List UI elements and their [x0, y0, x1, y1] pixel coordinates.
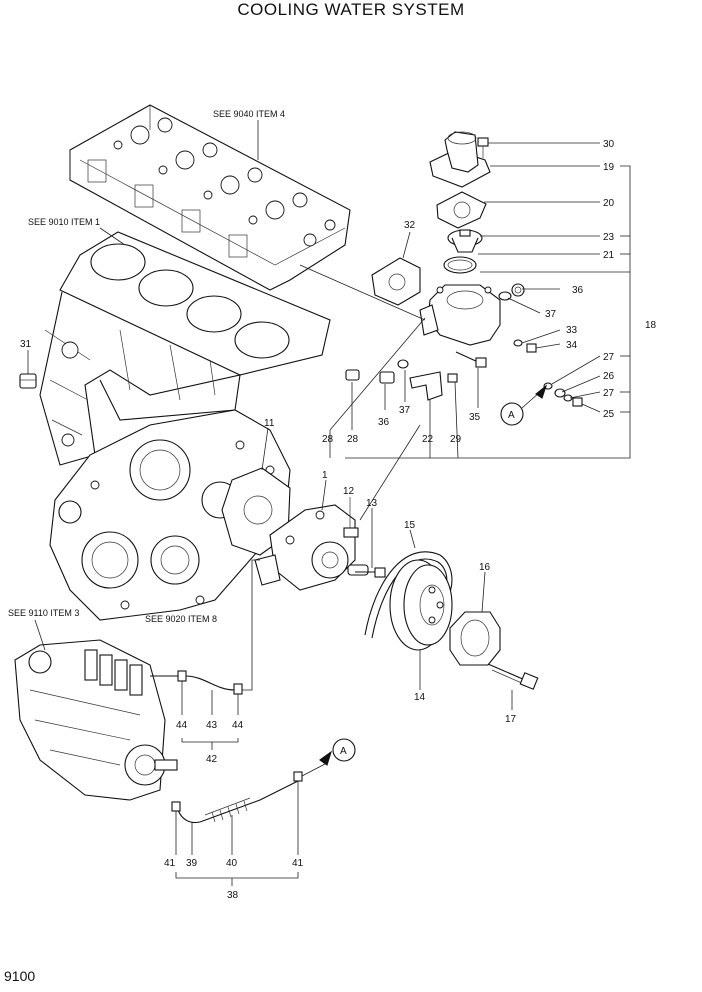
hose-part-40: [171, 763, 326, 824]
callout-16: 16: [479, 562, 491, 573]
gasket-part-20: [436, 191, 487, 229]
callout-42: 42: [206, 754, 218, 765]
page-number: 9100: [4, 968, 36, 984]
callout-39: 39: [186, 858, 198, 869]
connector-a-lower-label: A: [340, 746, 347, 757]
callout-23: 23: [603, 232, 615, 243]
thermostat-cover-part-19: [429, 131, 491, 188]
group-bracket-18: [329, 142, 631, 459]
callout-21: 21: [603, 250, 615, 261]
bolt-part-17: [487, 663, 539, 690]
callout-26: 26: [603, 371, 615, 382]
bolt-part-30: [477, 137, 489, 158]
callout-1: 1: [322, 470, 328, 481]
callout-20: 20: [603, 198, 615, 209]
callout-41b: 41: [292, 858, 304, 869]
callout-36a: 36: [572, 285, 584, 296]
callout-36b: 36: [378, 417, 390, 428]
callout-22: 22: [422, 434, 434, 445]
callout-34: 34: [566, 340, 578, 351]
cylinder-head-drawing: [69, 104, 351, 291]
plug-part-36-upper: [511, 283, 525, 297]
callout-28a: 28: [322, 434, 334, 445]
plug-part-31: [19, 373, 37, 389]
callout-15: 15: [404, 520, 416, 531]
callout-33: 33: [566, 325, 578, 336]
plug-part-36-lower: [379, 371, 395, 384]
thermostat-part-23: [447, 229, 483, 253]
callout-25: 25: [603, 409, 615, 420]
plug-part-28: [345, 369, 360, 381]
callout-35: 35: [469, 412, 481, 423]
washer-part-33: [513, 339, 523, 347]
callout-17: 17: [505, 714, 517, 725]
callout-37b: 37: [399, 405, 411, 416]
washer-part-37-lower: [397, 359, 409, 369]
callout-14: 14: [414, 692, 426, 703]
callout-11: 11: [264, 418, 275, 429]
callout-44a: 44: [176, 720, 188, 731]
ref-gear-case: SEE 9020 ITEM 8: [145, 614, 217, 624]
connector-a-upper-label: A: [508, 410, 515, 421]
callout-41a: 41: [164, 858, 176, 869]
bolt-part-35: [455, 351, 487, 368]
callout-19: 19: [603, 162, 615, 173]
callout-43: 43: [206, 720, 218, 731]
callout-27b: 27: [603, 388, 615, 399]
ref-cylinder-head: SEE 9040 ITEM 4: [213, 109, 285, 119]
bolt-part-13: [355, 508, 386, 578]
callout-37a: 37: [545, 309, 557, 320]
pulley-part-14: [389, 559, 453, 651]
bracket-part-22: [409, 371, 443, 401]
fan-spacer-part-16: [449, 611, 501, 666]
callout-18: 18: [645, 320, 657, 331]
callout-13: 13: [366, 498, 378, 509]
o-ring-part-21: [443, 256, 477, 274]
callout-28b: 28: [347, 434, 359, 445]
callout-32: 32: [404, 220, 416, 231]
gasket-part-32: [371, 257, 421, 306]
injection-pump-drawing: [14, 639, 178, 801]
callout-31: 31: [20, 339, 32, 350]
ref-injection-pump: SEE 9110 ITEM 3: [8, 608, 79, 618]
callout-40: 40: [226, 858, 238, 869]
connector-a-lower: A: [319, 738, 356, 766]
thermostat-housing-part-18: [419, 284, 501, 346]
drain-fittings-25-26-27: [543, 382, 583, 407]
callout-29: 29: [450, 434, 462, 445]
gear-case-drawing: [49, 409, 291, 621]
water-pump-part-1: [254, 504, 369, 591]
connector-a-upper: A: [500, 384, 548, 426]
cylinder-block-drawing: [39, 231, 331, 466]
callout-44b: 44: [232, 720, 244, 731]
callout-30: 30: [603, 139, 615, 150]
page-title: COOLING WATER SYSTEM: [237, 0, 465, 19]
callout-labels: 1 11 12 13 14 15 16 17 18 19 20 21 22 23…: [20, 139, 657, 901]
bolt-part-12: [343, 497, 359, 538]
ref-cylinder-block: SEE 9010 ITEM 1: [28, 217, 100, 227]
callout-27a: 27: [603, 352, 615, 363]
bolt-part-29: [447, 373, 458, 383]
callout-12: 12: [343, 486, 355, 497]
bolt-part-34: [526, 343, 537, 353]
callout-38: 38: [227, 890, 239, 901]
